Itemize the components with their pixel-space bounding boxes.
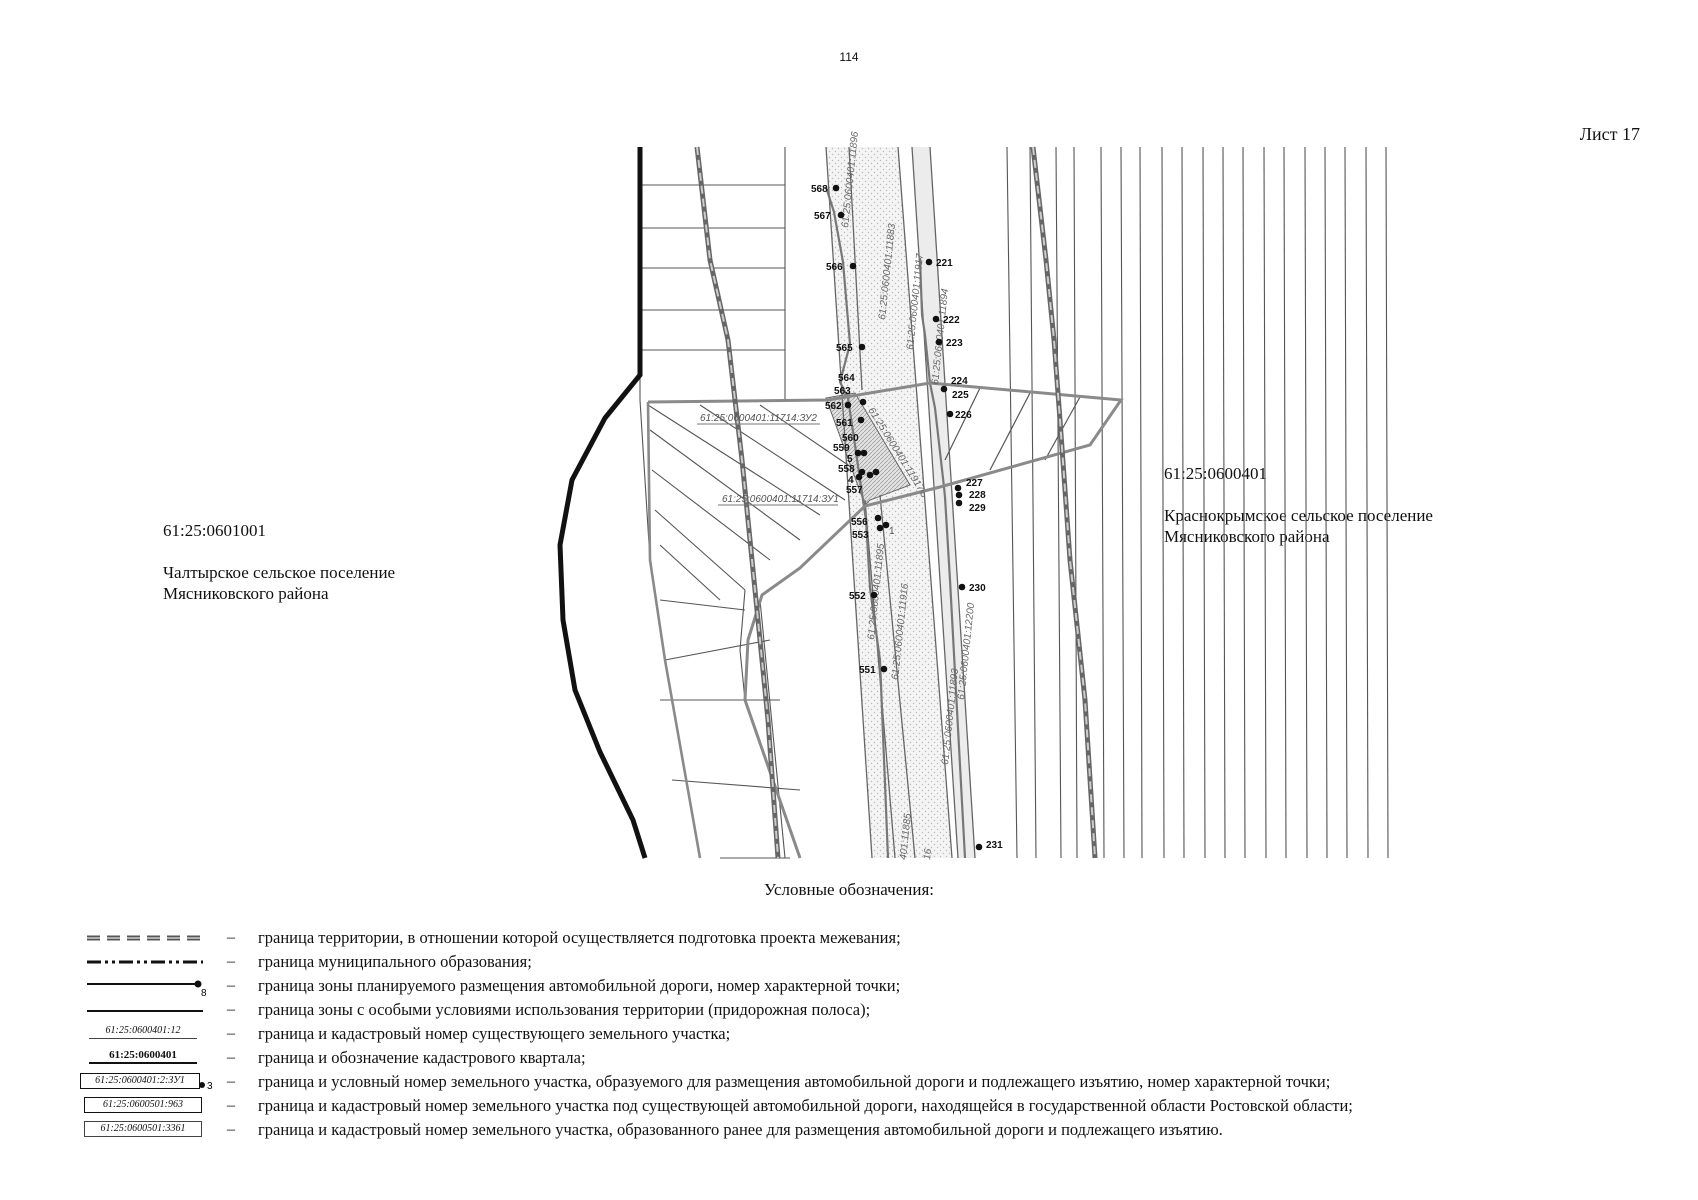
- point-562: 562: [825, 401, 842, 412]
- legend-item-municipal-boundary: – граница муниципального образования;: [75, 951, 1675, 973]
- west-settlement-line1: Чалтырское сельское поселение: [163, 563, 396, 582]
- point-1: 1: [889, 526, 895, 537]
- legend-dash: –: [227, 953, 235, 970]
- page-number: 114: [839, 50, 859, 64]
- point-558: 558: [838, 464, 855, 475]
- east-settlement-line1: Краснокрымское сельское поселение: [1164, 506, 1433, 525]
- road-corridor: [826, 147, 952, 858]
- point-5: 5: [847, 454, 853, 465]
- point-222: 222: [943, 315, 960, 326]
- point-552: 552: [849, 591, 866, 602]
- characteristic-points: 568 567 566 565 564 563 562 561 560 559 …: [811, 184, 1003, 851]
- legend-dash: –: [227, 1025, 235, 1042]
- legend-item-earlier-parcel: 61:25:0600501:3361 – граница и кадастров…: [75, 1119, 1675, 1141]
- legend-symbol-point: 3: [199, 1081, 213, 1092]
- east-settlement-line2: Мясниковского района: [1164, 527, 1330, 546]
- legend-symbol-existing-parcel: 61:25:0600401:12: [89, 1024, 197, 1039]
- point-557: 557: [846, 485, 863, 496]
- legend-item-roadside-belt: – граница зоны с особыми условиями испол…: [75, 999, 1675, 1021]
- legend-dash: –: [227, 1049, 235, 1066]
- west-settlement-line2: Мясниковского района: [163, 584, 329, 603]
- road-shoulder: [912, 147, 975, 858]
- point-553: 553: [852, 530, 869, 541]
- legend-symbol-cadastral-quarter: 61:25:0600401: [89, 1048, 197, 1064]
- west-quarter-label: 61:25:0601001 Чалтырское сельское поселе…: [163, 520, 395, 604]
- withdrawn-parcel: [825, 392, 911, 506]
- point-226: 226: [955, 410, 972, 421]
- parcel-label-zu2: 61:25:0600401:11714:ЗУ2: [700, 413, 817, 424]
- point-566: 566: [826, 262, 843, 273]
- legend-symbol-project-boundary: [87, 935, 203, 941]
- east-quarter-label: 61:25:0600401 Краснокрымское сельское по…: [1164, 463, 1433, 547]
- planned-road-zone-east: [918, 257, 967, 859]
- point-568: 568: [811, 184, 828, 195]
- point-4: 4: [848, 475, 854, 486]
- point-225: 225: [952, 390, 969, 401]
- legend-text: граница территории, в отношении которой …: [258, 928, 901, 947]
- point-229: 229: [969, 503, 986, 514]
- point-231: 231: [986, 840, 1003, 851]
- legend-text: граница и условный номер земельного учас…: [258, 1072, 1331, 1091]
- legend-symbol-municipal-boundary: [87, 960, 203, 964]
- point-221: 221: [936, 258, 953, 269]
- point-224: 224: [951, 376, 968, 387]
- legend-title: Условные обозначения:: [763, 880, 935, 899]
- legend-text: граница и кадастровый номер земельного у…: [258, 1120, 1223, 1139]
- legend-item-planned-road-zone: 8 – граница зоны планируемого размещения…: [75, 975, 1675, 997]
- cadastral-map: 61:25:0600401:11896 61:25:0600401:11883 …: [557, 131, 1389, 861]
- planned-road-zone: [824, 186, 890, 859]
- point-551: 551: [859, 665, 876, 676]
- point-223: 223: [946, 338, 963, 349]
- legend-symbol-earlier-parcel: 61:25:0600501:3361: [84, 1121, 202, 1137]
- project-boundary: [647, 381, 1124, 859]
- point-6: 6: [920, 489, 926, 500]
- legend-symbol-roadside-belt: [87, 1010, 203, 1012]
- legend-dash: –: [227, 1001, 235, 1018]
- point-567: 567: [814, 211, 831, 222]
- point-556: 556: [851, 517, 868, 528]
- legend-dash: –: [227, 1073, 235, 1090]
- point-564: 564: [838, 373, 855, 384]
- point-563: 563: [834, 386, 851, 397]
- legend-text: граница зоны планируемого размещения авт…: [258, 976, 901, 995]
- east-parcel-lines: [1006, 146, 1389, 859]
- parcel-label-11885b: 401:11885: [898, 812, 914, 860]
- roadside-belt-boundaries: [694, 146, 1098, 859]
- legend-point-label: 8: [201, 988, 207, 997]
- legend-item-existing-road-parcel: 61:25:0600501:963 – граница и кадастровы…: [75, 1095, 1675, 1117]
- legend-symbol-existing-road-parcel: 61:25:0600501:963: [84, 1097, 202, 1113]
- legend-symbol-planned-road-zone: 8: [87, 980, 207, 997]
- municipal-boundary: [557, 147, 648, 859]
- legend-item-existing-parcel: 61:25:0600401:12 – граница и кадастровый…: [75, 1023, 1675, 1045]
- point-230: 230: [969, 583, 986, 594]
- project-boundary-west: [646, 401, 702, 859]
- legend-text: граница и обозначение кадастрового кварт…: [258, 1048, 586, 1067]
- parcel-label-16: 16: [922, 848, 934, 861]
- legend-dash: –: [227, 1121, 235, 1138]
- legend-dash: –: [227, 1097, 235, 1114]
- legend-symbol-planned-parcel: 61:25:0600401:2:ЗУ1: [80, 1073, 200, 1089]
- legend-dash: –: [227, 977, 235, 994]
- point-561: 561: [836, 418, 853, 429]
- legend-item-cadastral-quarter: 61:25:0600401 – граница и обозначение ка…: [75, 1047, 1675, 1069]
- point-560: 560: [842, 433, 859, 444]
- legend-item-planned-parcel: 61:25:0600401:2:ЗУ1 3 – граница и условн…: [75, 1071, 1675, 1093]
- point-565: 565: [836, 343, 853, 354]
- west-quarter-number: 61:25:0601001: [163, 521, 266, 540]
- point-227: 227: [966, 478, 983, 489]
- parcel-label-zu1: 61:25:0600401:11714:ЗУ1: [722, 494, 839, 505]
- legend-point-number: 3: [207, 1081, 213, 1092]
- point-559: 559: [833, 443, 850, 454]
- legend-text: граница зоны с особыми условиями использ…: [258, 1000, 871, 1019]
- sheet-label: Лист 17: [1579, 124, 1640, 144]
- legend-text: граница и кадастровый номер существующег…: [258, 1024, 731, 1043]
- legend-dash: –: [227, 929, 235, 946]
- point-228: 228: [969, 490, 986, 501]
- legend-text: граница и кадастровый номер земельного у…: [258, 1096, 1353, 1115]
- legend-item-project-boundary: – граница территории, в отношении которо…: [75, 927, 1675, 949]
- east-quarter-number: 61:25:0600401: [1164, 464, 1267, 483]
- legend-text: граница муниципального образования;: [258, 952, 532, 971]
